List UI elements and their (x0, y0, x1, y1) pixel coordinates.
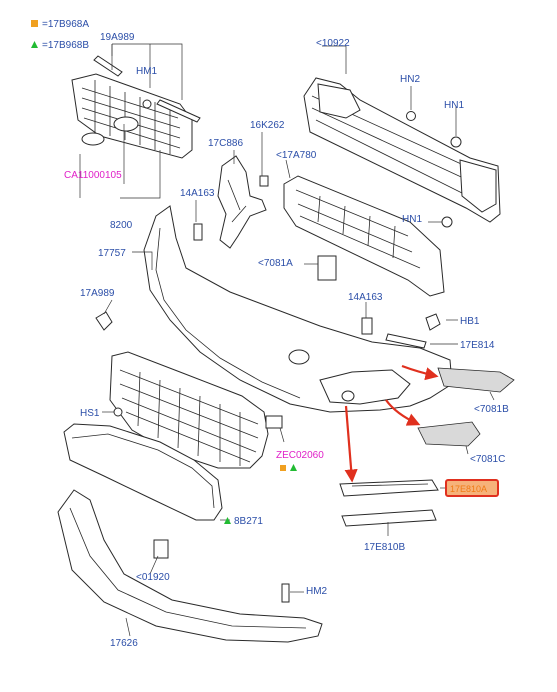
label-10922: <10922 (316, 38, 350, 49)
trim-17e810a-part (339, 479, 439, 497)
label-01920: <01920 (136, 572, 170, 583)
label-7081c: <7081C (470, 454, 505, 465)
trim-17e810b-part (341, 509, 437, 527)
label-hm1: HM1 (136, 66, 158, 77)
label-14a163-top: 14A163 (180, 188, 215, 199)
label-7081a: <7081A (258, 258, 293, 269)
label-17626: 17626 (110, 638, 138, 649)
label-17757: 17757 (98, 248, 126, 259)
fasteners-part (361, 313, 441, 349)
label-19a989-top: 19A989 (100, 32, 135, 43)
highlight-box (445, 479, 499, 497)
label-17a780: <17A780 (276, 150, 317, 161)
square-icon (31, 20, 38, 27)
label-hn2: HN2 (400, 74, 420, 85)
legend-square-text: =17B968A (42, 19, 89, 30)
energy-absorber-part (283, 175, 453, 297)
label-8200: 8200 (110, 220, 133, 231)
reinforcement-beam-part (303, 77, 501, 223)
label-14a163-mid: 14A163 (348, 292, 383, 303)
fog-bezel-7081c-part (417, 421, 481, 447)
square-icon (280, 465, 286, 471)
label-hn1-top: HN1 (444, 100, 464, 111)
label-8b271: 8B271 (234, 516, 263, 527)
label-16k262: 16K262 (250, 120, 285, 131)
label-zec02060: ZEC02060 (276, 450, 324, 461)
red-arrows (344, 364, 439, 483)
label-hn1-mid: HN1 (402, 214, 422, 225)
upper-grille-part (71, 55, 201, 159)
triangle-icon (290, 464, 297, 471)
part-labels: 19A989 HM1 CA11000105 8200 <10922 HN2 HN… (64, 32, 509, 649)
label-17e814: 17E814 (460, 340, 495, 351)
legend-triangle-text: =17B968B (42, 40, 89, 51)
lower-spoiler-part (57, 489, 323, 643)
triangle-icon (224, 517, 231, 524)
label-hb1: HB1 (460, 316, 480, 327)
label-17c886: 17C886 (208, 138, 243, 149)
grille-surround-part (63, 423, 223, 521)
triangle-icon (31, 41, 38, 48)
bracket-17c886-part (193, 155, 269, 249)
leader-lines (79, 43, 495, 637)
label-7081b: <7081B (474, 404, 509, 415)
label-hs1: HS1 (80, 408, 100, 419)
label-hm2: HM2 (306, 586, 328, 597)
legend: =17B968A =17B968B (31, 19, 89, 51)
label-17e810a: 17E810A (450, 484, 487, 494)
bumper-cover-part (95, 205, 453, 413)
fog-bezel-7081b-part (437, 367, 515, 393)
label-17a989: 17A989 (80, 288, 115, 299)
label-17e810b: 17E810B (364, 542, 405, 553)
label-ca11000105: CA11000105 (64, 170, 122, 181)
